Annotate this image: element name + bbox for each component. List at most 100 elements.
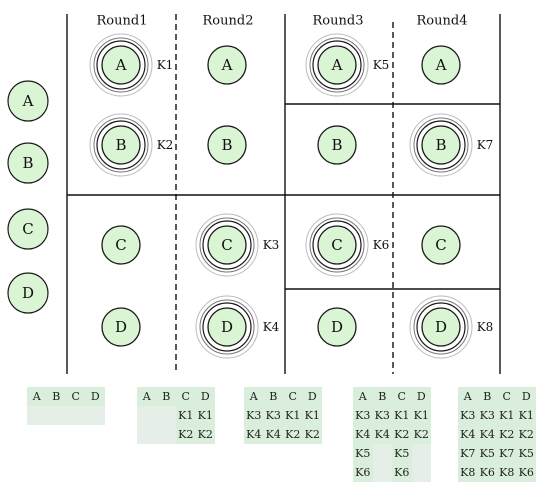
key-cell: K3	[265, 409, 281, 422]
round1-node-b-ring-outer	[89, 113, 153, 177]
round3-node-b-label: B	[331, 136, 342, 154]
round1-node-b-label: B	[115, 136, 126, 154]
key-cell: K4	[460, 428, 476, 441]
key-cell: K4	[374, 428, 390, 441]
node-header-cell: A	[463, 390, 472, 403]
round4-node-b-key-label: K7	[477, 138, 494, 152]
key-cell	[156, 406, 176, 425]
node-header-cell: D	[90, 390, 100, 403]
initial-node-c	[7, 208, 49, 250]
round4-node-d	[421, 307, 461, 347]
round4-node-a	[421, 45, 461, 85]
round4-node-d-ring-inner	[416, 302, 466, 352]
key-cell: K1	[304, 409, 320, 422]
round4-node-b-ring-outer	[409, 113, 473, 177]
round3-node-b	[317, 125, 357, 165]
key-cell: K1	[285, 409, 301, 422]
node-header-cell: C	[397, 390, 406, 403]
key-cell: K2	[499, 428, 515, 441]
key-cell: K3	[246, 409, 262, 422]
round3-node-c-ring-inner	[312, 220, 362, 270]
key-cell	[372, 463, 392, 482]
key-cell: K2	[285, 428, 301, 441]
key-cell: K2	[394, 428, 410, 441]
key-cell: K8	[460, 466, 476, 479]
key-cell: K4	[479, 428, 495, 441]
round4-node-d-key-label: K8	[477, 320, 494, 334]
initial-node-label-a: A	[22, 92, 34, 110]
key-cell: K1	[178, 409, 194, 422]
key-cell: K1	[394, 409, 410, 422]
round1-node-c	[101, 225, 141, 265]
round2-node-b-label: B	[221, 136, 232, 154]
round1-node-a-key-label: K1	[157, 58, 174, 72]
round-heading-1: Round1	[97, 14, 148, 29]
key-cell: K2	[304, 428, 320, 441]
initial-node-b	[7, 142, 49, 184]
round2-node-c-key-label: K3	[263, 238, 280, 252]
key-table-row: K5 K5	[353, 444, 431, 463]
round2-node-d-ring-mid	[199, 299, 255, 355]
node-header-cell: A	[32, 390, 41, 403]
key-cell: K6	[479, 466, 495, 479]
round2-node-c-ring-mid	[199, 217, 255, 273]
round3-node-a	[317, 45, 357, 85]
round1-node-b-ring-mid	[93, 117, 149, 173]
round4-node-b-ring-mid	[413, 117, 469, 173]
key-cell: K2	[413, 428, 429, 441]
node-header-cell: B	[269, 390, 278, 403]
round2-node-d	[207, 307, 247, 347]
key-cell: K2	[518, 428, 534, 441]
node-header-cell: D	[307, 390, 317, 403]
round1-node-b-ring-inner	[96, 120, 146, 170]
key-cell: K5	[355, 447, 371, 460]
round3-node-a-ring-inner	[312, 40, 362, 90]
round4-node-b-label: B	[435, 136, 446, 154]
key-cell: K5	[394, 447, 410, 460]
key-cell: K5	[479, 447, 495, 460]
round3-node-c-label: C	[331, 236, 342, 254]
initial-node-label-b: B	[22, 154, 33, 172]
round1-node-b	[101, 125, 141, 165]
round2-node-c-ring-inner	[202, 220, 252, 270]
key-cell: K1	[413, 409, 429, 422]
round1-node-a-label: A	[115, 56, 127, 74]
round2-node-d-key-label: K4	[263, 320, 280, 334]
key-cell: K4	[355, 428, 371, 441]
round-heading-3: Round3	[313, 14, 364, 29]
round2-node-b	[207, 125, 247, 165]
key-cell: K7	[499, 447, 515, 460]
round1-node-a-ring-mid	[93, 37, 149, 93]
round4-node-c-label: C	[435, 236, 446, 254]
round2-node-d-ring-outer	[195, 295, 259, 359]
node-header-cell: B	[378, 390, 387, 403]
node-header-cell: C	[181, 390, 190, 403]
round1-node-b-key-label: K2	[157, 138, 174, 152]
key-cell: K4	[265, 428, 281, 441]
node-header-cell: D	[521, 390, 531, 403]
initial-node-d	[7, 272, 49, 314]
key-cell: K7	[460, 447, 476, 460]
key-cell: K6	[518, 466, 534, 479]
key-cell	[372, 444, 392, 463]
round1-node-d-label: D	[115, 318, 127, 336]
round2-node-c-ring-outer	[195, 213, 259, 277]
round3-node-d-label: D	[331, 318, 343, 336]
round3-node-a-ring-outer	[305, 33, 369, 97]
round3-node-a-label: A	[331, 56, 343, 74]
round2-node-a	[207, 45, 247, 85]
round-heading-2: Round2	[203, 14, 254, 29]
initial-node-a	[7, 80, 49, 122]
round1-node-d	[101, 307, 141, 347]
node-header-cell: A	[249, 390, 258, 403]
